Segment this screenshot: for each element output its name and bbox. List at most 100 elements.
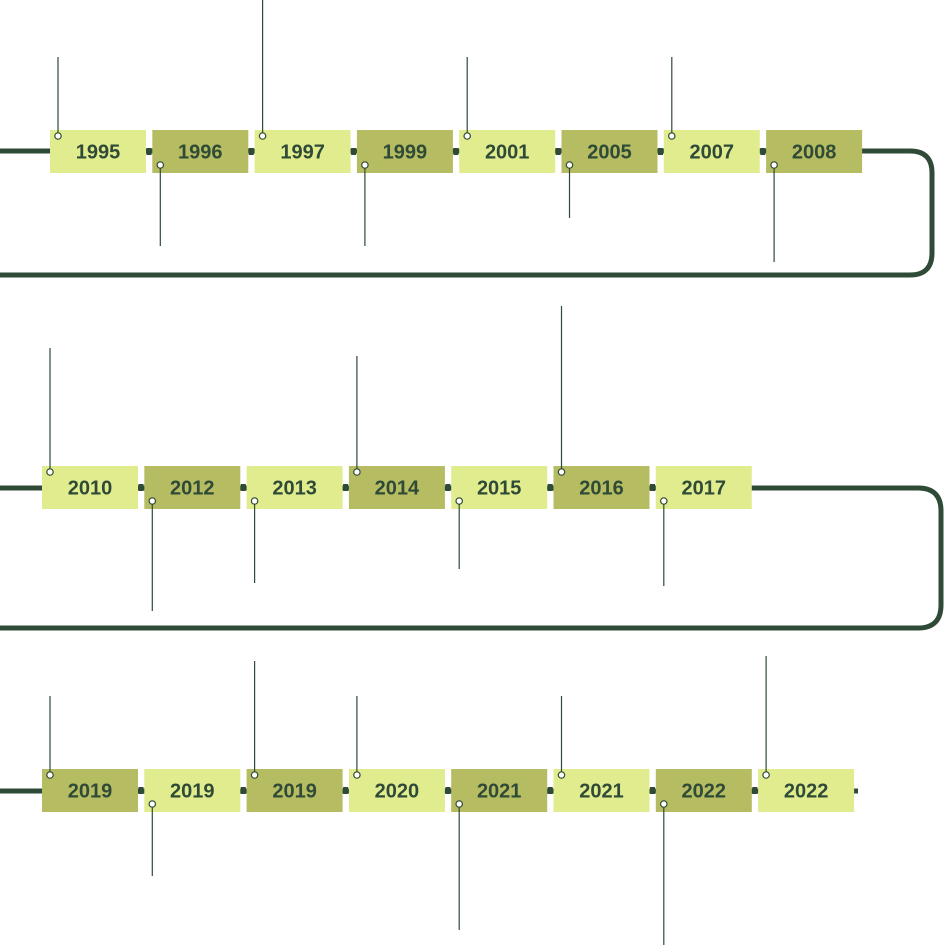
timeline-item-2005: 2005 — [561, 130, 658, 218]
marker-dot — [557, 771, 566, 779]
year-box — [655, 466, 752, 509]
timeline-item-2016: 2016 — [553, 306, 650, 509]
marker-dot — [258, 132, 267, 140]
year-label: 2001 — [485, 142, 530, 164]
track-connector — [343, 484, 349, 491]
timeline-item-2007: 2007 — [663, 57, 760, 173]
timeline-item-2010: 2010 — [42, 348, 138, 509]
year-box — [655, 769, 752, 812]
timeline-item-2019: 2019 — [246, 661, 343, 812]
year-box — [144, 769, 241, 812]
track-connector — [248, 148, 254, 155]
marker-dot — [353, 771, 361, 779]
marker-dot — [46, 771, 54, 779]
marker-dot — [455, 497, 464, 505]
marker-dot — [659, 800, 668, 808]
timeline-item-2020: 2020 — [348, 696, 445, 812]
track-connector — [445, 787, 451, 794]
year-label: 2007 — [690, 142, 735, 164]
year-box — [144, 466, 241, 509]
year-label: 2010 — [68, 478, 113, 500]
track-connector — [138, 787, 144, 794]
track-connector — [240, 484, 246, 491]
timeline-item-1997: 1997 — [254, 0, 351, 173]
timeline-item-2008: 2008 — [766, 130, 863, 262]
track-connector — [658, 148, 663, 155]
year-label: 2016 — [579, 478, 624, 500]
timeline-item-1996: 1996 — [152, 130, 249, 246]
marker-dot — [148, 497, 157, 505]
year-box — [758, 769, 855, 812]
year-label: 2014 — [375, 478, 420, 500]
track-connector — [453, 148, 459, 155]
year-box — [663, 130, 760, 173]
marker-dot — [250, 497, 259, 505]
marker-dot — [250, 771, 259, 779]
year-box — [553, 769, 650, 812]
year-box — [561, 130, 658, 173]
track-connector — [547, 787, 553, 794]
year-label: 2017 — [682, 478, 727, 500]
year-box — [348, 769, 445, 812]
marker-dot — [361, 161, 369, 169]
year-label: 1995 — [76, 142, 121, 164]
track-connector — [555, 148, 561, 155]
year-box — [451, 769, 548, 812]
year-box — [152, 130, 249, 173]
year-box — [42, 466, 138, 509]
marker-dot — [54, 132, 62, 140]
track-connector — [760, 148, 766, 155]
timeline-item-2012: 2012 — [144, 466, 241, 611]
year-label: 2021 — [477, 781, 522, 803]
timeline-item-2022: 2022 — [758, 656, 855, 812]
year-box — [451, 466, 548, 509]
marker-dot — [156, 161, 165, 169]
track-connector — [650, 484, 655, 491]
year-label: 2019 — [68, 781, 113, 803]
timeline-item-1995: 1995 — [50, 57, 146, 173]
year-label: 1997 — [280, 142, 325, 164]
timeline-item-2014: 2014 — [348, 356, 445, 509]
year-label: 2012 — [170, 478, 215, 500]
year-box — [50, 130, 146, 173]
timeline-item-2013: 2013 — [246, 466, 343, 583]
track-connector — [146, 148, 152, 155]
marker-dot — [46, 468, 54, 476]
year-box — [246, 466, 343, 509]
timeline-item-2019: 2019 — [144, 769, 241, 876]
year-label: 2008 — [792, 142, 837, 164]
marker-dot — [353, 468, 361, 476]
track-connector — [351, 148, 357, 155]
year-label: 2005 — [587, 142, 632, 164]
track-connector — [138, 484, 144, 491]
timeline-item-2001: 2001 — [459, 57, 556, 173]
track-connector — [343, 787, 349, 794]
timeline-item-2022: 2022 — [655, 769, 752, 945]
year-box — [459, 130, 556, 173]
timeline-item-2017: 2017 — [655, 466, 752, 586]
marker-dot — [455, 800, 464, 808]
timeline-item-2021: 2021 — [553, 696, 650, 812]
track-connector — [752, 787, 758, 794]
year-label: 1999 — [383, 142, 428, 164]
timeline-item-2015: 2015 — [451, 466, 548, 569]
year-label: 1996 — [178, 142, 223, 164]
year-label: 2022 — [784, 781, 829, 803]
timeline-item-2021: 2021 — [451, 769, 548, 930]
year-box — [553, 466, 650, 509]
year-box — [42, 769, 138, 812]
year-box — [254, 130, 351, 173]
year-label: 2019 — [272, 781, 317, 803]
year-box — [356, 130, 453, 173]
track-connector — [240, 787, 246, 794]
track-connector — [547, 484, 553, 491]
marker-dot — [659, 497, 668, 505]
track-connector — [445, 484, 451, 491]
marker-dot — [667, 132, 676, 140]
marker-dot — [565, 161, 574, 169]
year-box — [348, 466, 445, 509]
marker-dot — [463, 132, 472, 140]
year-label: 2019 — [170, 781, 215, 803]
